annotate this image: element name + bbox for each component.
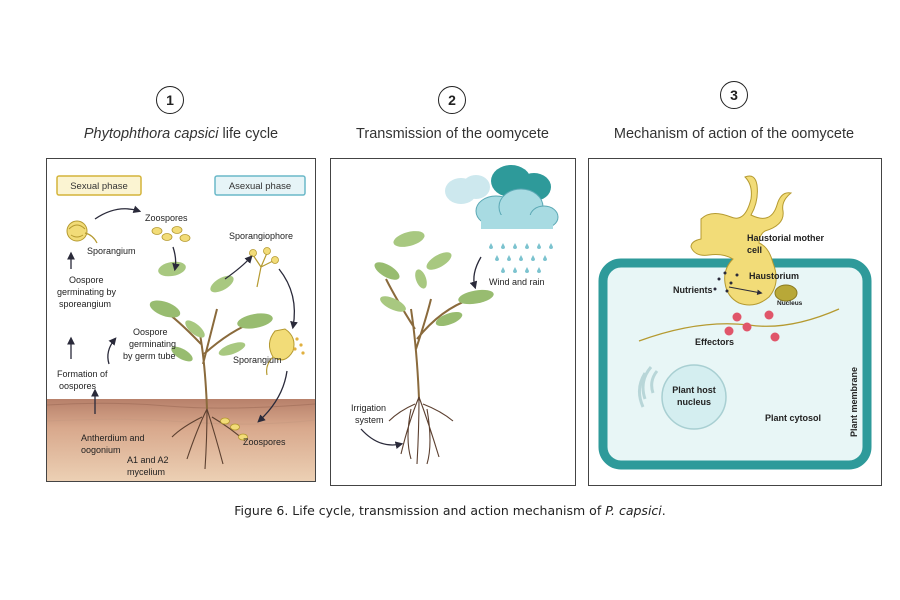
arrow-sporangium-to-zoospores (94, 205, 142, 220)
arrow-sporangiophore-to-sporangium (278, 268, 298, 330)
panel-1-title-italic: Phytophthora capsici (83, 126, 219, 142)
panel-1-life-cycle: Sexual phase Asexual phase (46, 158, 316, 482)
panel-1-number: 1 (156, 86, 184, 114)
plant-host-nucleus-line1: Plant host (672, 385, 716, 395)
panel-1-title-rest: life cycle (218, 126, 279, 142)
mechanism-diagram: Haustorial mother cell Haustorium Nucleu… (598, 175, 872, 470)
caption-italic: P. capsici (605, 503, 662, 518)
mycelium-line2: mycelium (127, 467, 165, 477)
fungal-nucleus-icon (774, 284, 798, 302)
transmission-diagram: Wind and rain Irrigation system (351, 165, 559, 465)
panel-3-number: 3 (720, 81, 748, 109)
oospore-sporangium-line1: Oospore (69, 275, 104, 285)
roots (171, 408, 246, 470)
figure-caption: Figure 6. Life cycle, transmission and a… (0, 503, 900, 518)
antherdium-line1: Antherdium and (81, 433, 145, 443)
life-cycle-diagram: Sexual phase Asexual phase (46, 175, 316, 481)
mycelium-line1: A1 and A2 (127, 455, 169, 465)
irrigation-line2: system (355, 415, 384, 425)
panel-3-title: Mechanism of action of the oomycete (613, 126, 855, 142)
asexual-phase-badge (214, 175, 306, 196)
caption-suffix: . (661, 503, 666, 518)
sexual-phase-label: Sexual phase (70, 181, 128, 192)
haustorium-label: Haustorium (749, 271, 799, 281)
rain-drops (489, 243, 553, 273)
oospore-sporangium-line3: sporeangium (59, 299, 111, 309)
effectors-label: Effectors (695, 337, 734, 347)
arrow-wind-rain (469, 256, 482, 290)
asexual-phase-label: Asexual phase (229, 181, 291, 192)
soil (47, 399, 315, 481)
irrigation-line1: Irrigation (351, 403, 386, 413)
panel-1-title: Phytophthora capsici life cycle (46, 126, 316, 142)
arrow-zoospores-to-plant (172, 246, 180, 272)
haustorial-line1: Haustorial mother (747, 233, 825, 243)
zoospores-top-label: Zoospores (145, 213, 188, 223)
zoospores-bottom-icon (220, 417, 248, 441)
formation-line2: oospores (59, 381, 97, 391)
plant-membrane-label: Plant membrane (849, 367, 859, 437)
wind-rain-label: Wind and rain (489, 277, 545, 287)
antherdium-line2: oogonium (81, 445, 121, 455)
caption-prefix: Figure 6. Life cycle, transmission and a… (234, 503, 606, 518)
nutrients-dots (713, 271, 739, 293)
sporangium-right-label: Sporangium (233, 355, 282, 365)
zoospores-bottom-label: Zoospores (243, 437, 286, 447)
effectors-icon (724, 310, 780, 342)
haustorial-mother-cell-icon (690, 175, 793, 306)
arrow-plant-to-sporangiophore (224, 255, 253, 280)
sporangium-left-icon (66, 220, 98, 244)
plant-illustration-2 (374, 231, 494, 400)
arrow-irrigation (360, 428, 404, 450)
oospore-sporangium-line2: germinating by (57, 287, 117, 297)
oospore-germ-line1: Oospore (133, 327, 168, 337)
zoospores-top-icon (151, 226, 191, 242)
plant-cytosol-label: Plant cytosol (765, 413, 821, 423)
sporangiophore-icon (249, 247, 279, 288)
plant-host-nucleus-line2: nucleus (677, 397, 711, 407)
cloud-icon (445, 165, 559, 229)
sporangiophore-label: Sporangiophore (229, 231, 293, 241)
panel-3-mechanism: Haustorial mother cell Haustorium Nucleu… (588, 158, 882, 486)
roots-2 (388, 396, 454, 465)
panel-2-number: 2 (438, 86, 466, 114)
arrow-oospore-germ (107, 337, 117, 365)
arrow-nutrients (728, 286, 763, 295)
panel-2-transmission: Wind and rain Irrigation system (330, 158, 576, 486)
panel-2-title: Transmission of the oomycete (356, 126, 549, 142)
nucleus-label: Nucleus (777, 300, 803, 307)
oospore-germ-line3: by germ tube (123, 351, 176, 361)
sporangium-left-label: Sporangium (87, 246, 136, 256)
sexual-phase-badge (56, 175, 142, 196)
nutrients-label: Nutrients (673, 285, 713, 295)
plant-host-nucleus-icon (638, 364, 727, 430)
haustorial-line2: cell (747, 245, 762, 255)
oospore-germ-line2: germinating (129, 339, 176, 349)
arrow-sporangium-to-zoospores (257, 370, 288, 423)
formation-line1: Formation of (57, 369, 108, 379)
sporangium-right-icon (266, 328, 305, 376)
